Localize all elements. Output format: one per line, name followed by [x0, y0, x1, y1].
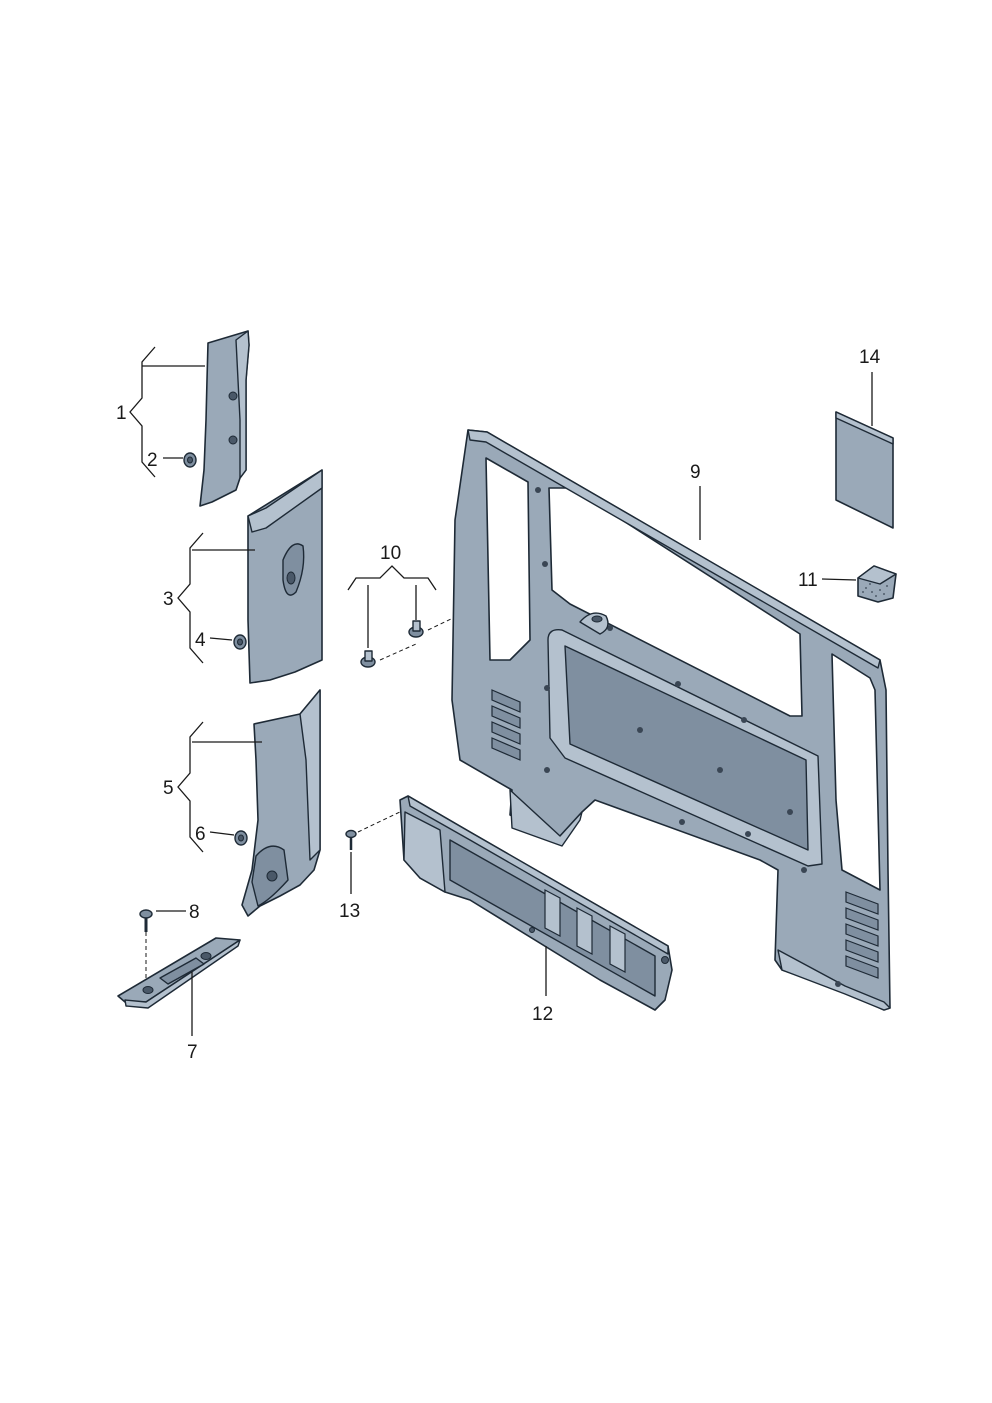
foam-block-part-11 — [857, 565, 897, 603]
callout-5: 5 — [163, 778, 174, 799]
callout-1: 1 — [116, 403, 127, 424]
trim-clip-part-4 — [233, 634, 247, 650]
callout-4: 4 — [195, 630, 206, 651]
foam-pad-part-14 — [835, 411, 894, 529]
fastener-clip-part-10b — [360, 650, 376, 668]
callout-7: 7 — [187, 1042, 198, 1063]
screw-part-13 — [345, 829, 357, 850]
callout-8: 8 — [189, 902, 200, 923]
fastener-clip-part-10a — [408, 620, 424, 638]
side-trim-panel-part-9 — [451, 429, 891, 1011]
callout-9: 9 — [690, 462, 701, 483]
callout-13: 13 — [339, 901, 360, 922]
b-pillar-upper-trim-part-3 — [247, 469, 323, 684]
callout-14: 14 — [859, 347, 881, 368]
storage-tray-part-12 — [399, 795, 673, 1011]
trim-clip-part-6 — [234, 830, 248, 846]
callout-11: 11 — [798, 570, 818, 591]
callout-6: 6 — [195, 824, 206, 845]
callout-12: 12 — [532, 1004, 553, 1025]
callout-2: 2 — [147, 450, 158, 471]
trim-clip-part-2 — [183, 452, 197, 468]
callout-10: 10 — [380, 543, 401, 564]
a-pillar-trim-part-1 — [199, 330, 250, 507]
callout-labels: 1 2 3 4 5 6 7 8 9 10 11 12 13 14 — [116, 347, 881, 1063]
leader-lines — [129, 346, 873, 1036]
b-pillar-lower-trim-part-5 — [241, 689, 321, 917]
screw-part-8 — [139, 909, 153, 932]
callout-3: 3 — [163, 589, 174, 610]
sill-bracket-part-7 — [117, 937, 241, 1009]
